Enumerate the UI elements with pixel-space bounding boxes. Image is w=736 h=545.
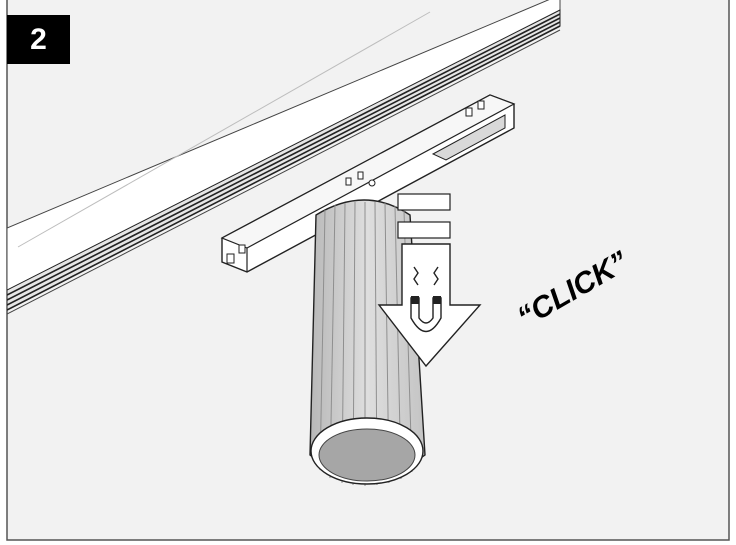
step-number-badge: 2	[7, 15, 70, 64]
marker-bar-upper	[397, 193, 451, 211]
marker-bar-lower	[397, 221, 451, 239]
insertion-arrow-icon	[377, 243, 482, 368]
cylinder-luminaire	[309, 199, 426, 486]
track-adapter	[220, 94, 516, 273]
magnet-icon	[410, 266, 442, 333]
track-rail	[7, 0, 561, 315]
